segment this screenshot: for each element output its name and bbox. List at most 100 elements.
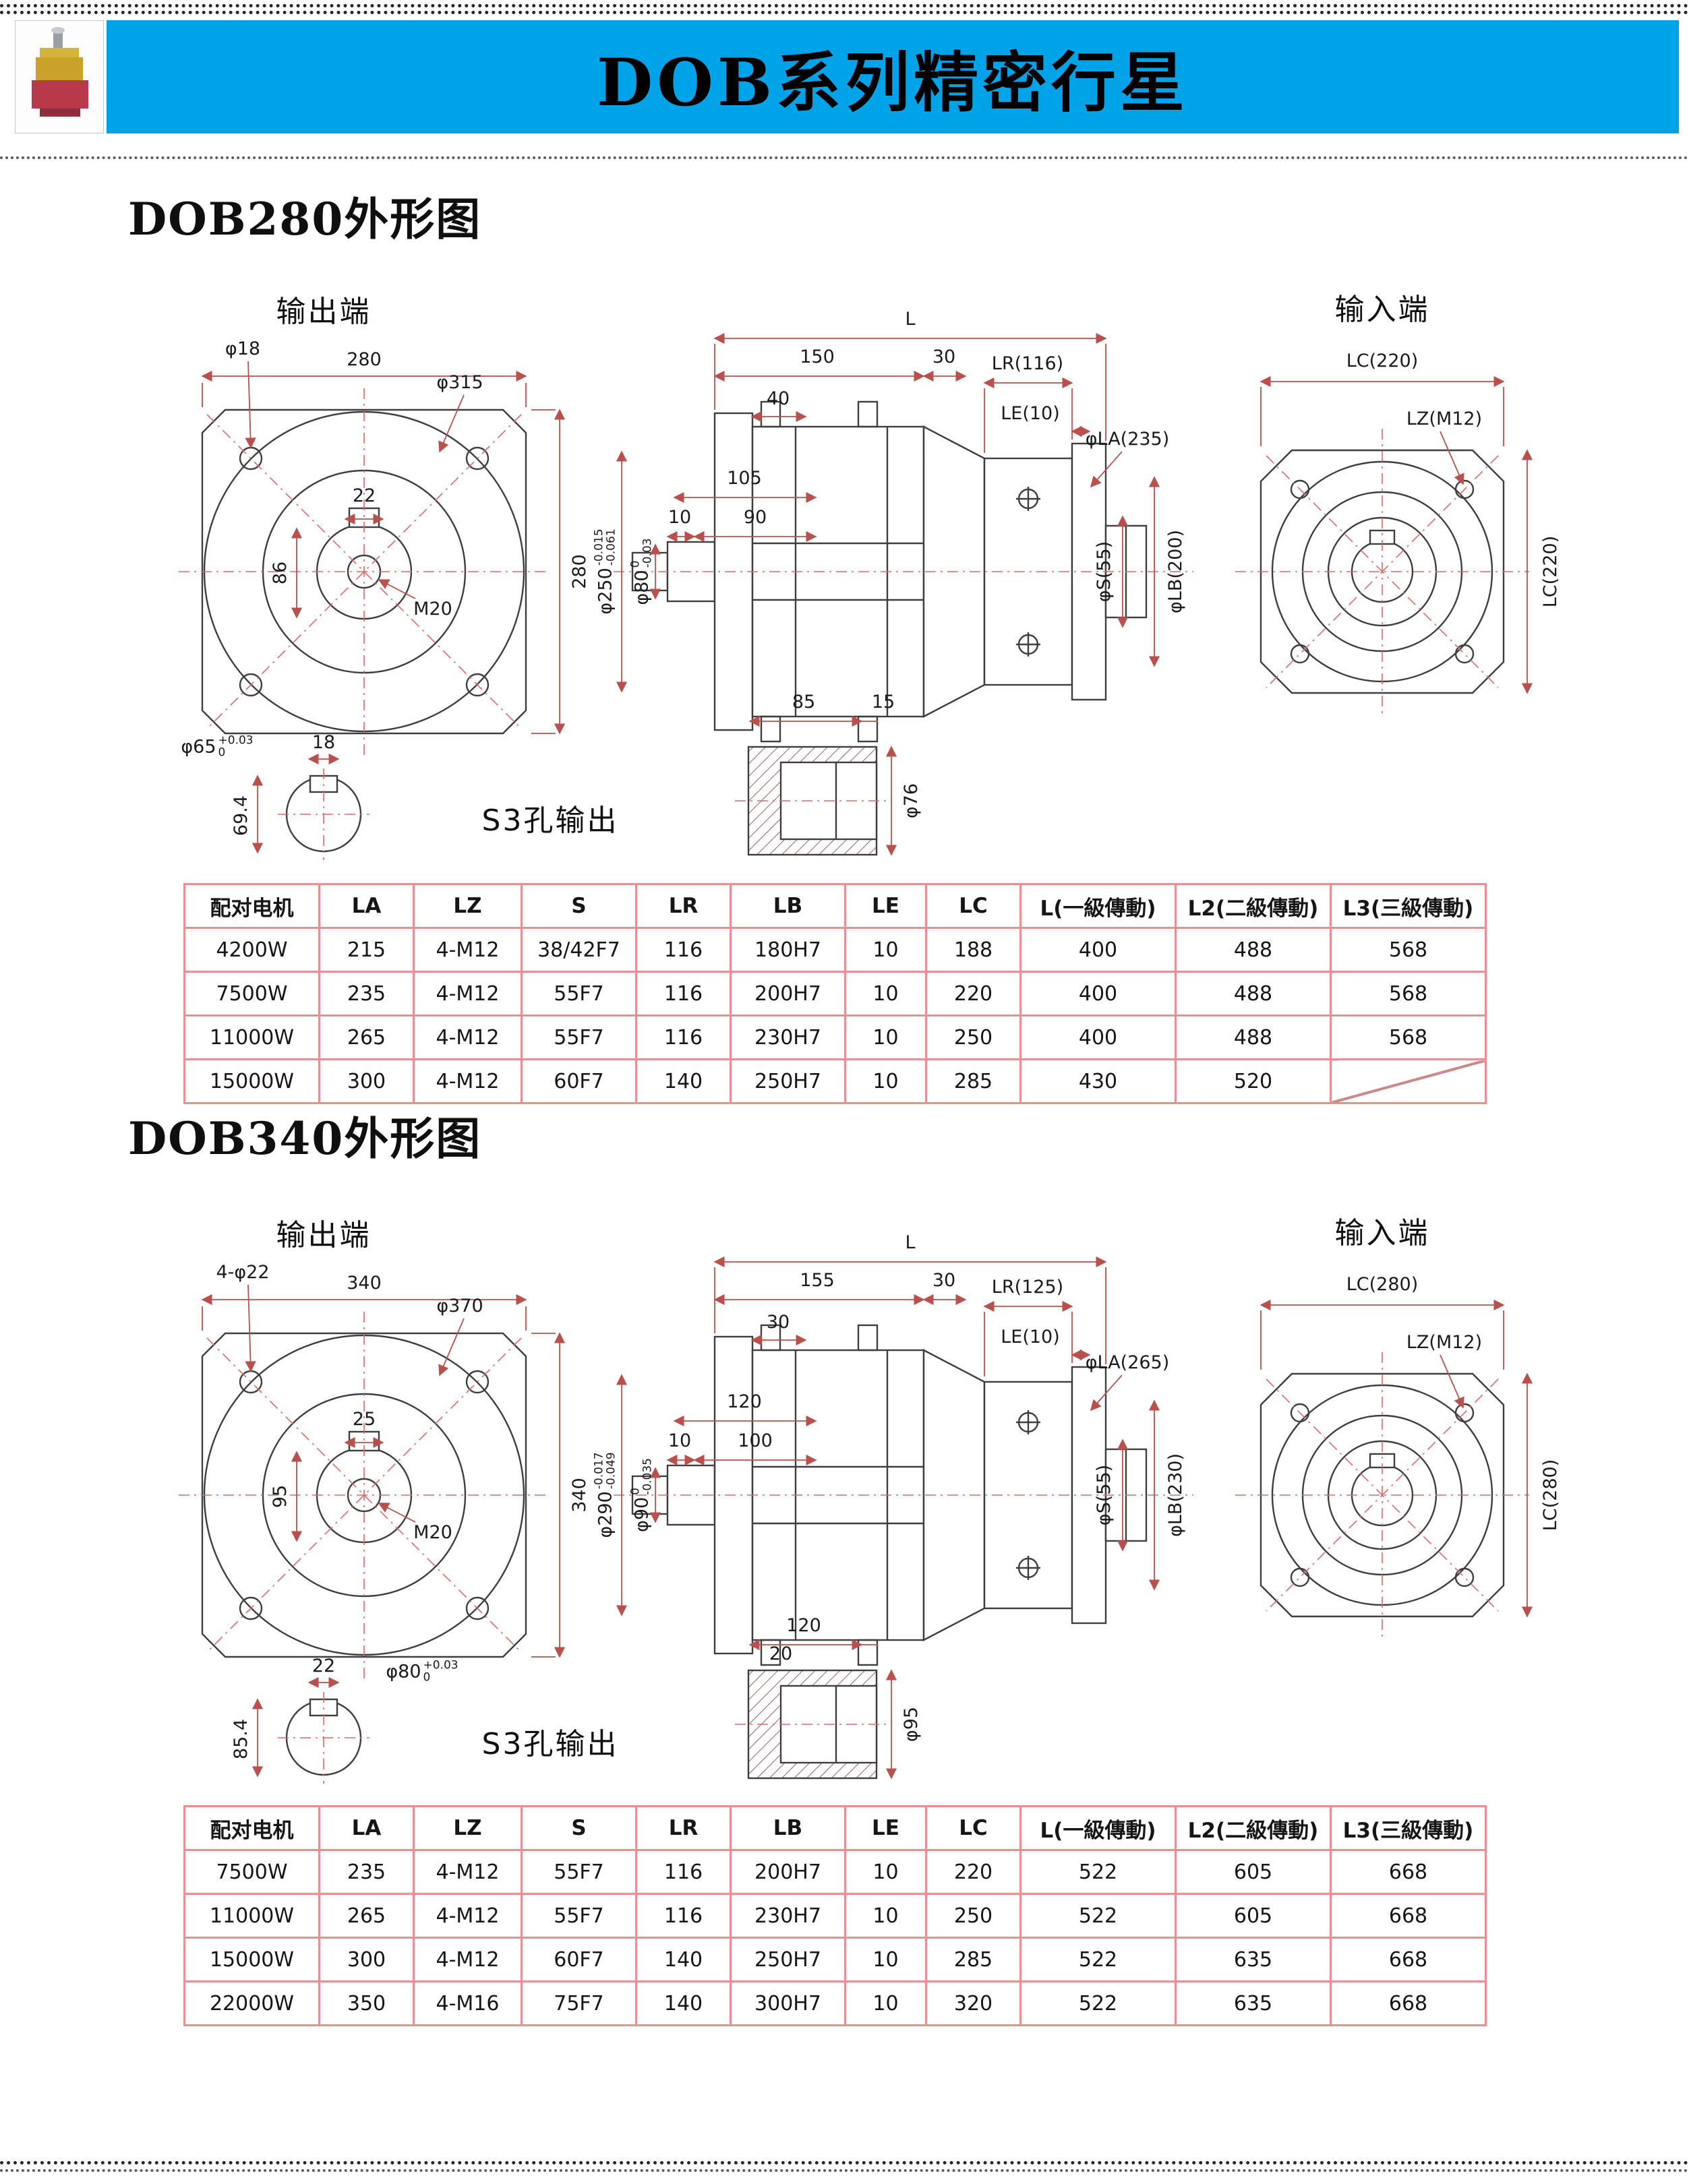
col-header: 配对电机 xyxy=(183,883,320,929)
dim-input-LZ: LZ(M12) xyxy=(1406,408,1483,430)
dim-side-b: 30 xyxy=(932,1270,956,1292)
dim-front-thread: M20 xyxy=(413,599,452,620)
value-cell: 400 xyxy=(1019,927,1177,973)
tolerance-lower: -0.03 xyxy=(641,538,655,568)
dim-input-LC_top: LC(220) xyxy=(1346,351,1419,372)
dim-side-dia1: φ290-0.017-0.049 xyxy=(593,1452,618,1538)
dim-side-a: 155 xyxy=(800,1270,835,1292)
value-cell: 180H7 xyxy=(730,927,846,973)
value-cell: 55F7 xyxy=(521,1893,637,1939)
value-cell: 38/42F7 xyxy=(521,927,637,973)
value-cell: 668 xyxy=(1330,1980,1487,2026)
value-cell: 4-M12 xyxy=(413,1937,523,1982)
output-end-label: 输出端 xyxy=(276,294,372,329)
col-header: L2(二級傳動) xyxy=(1175,883,1332,929)
value-cell: 300 xyxy=(318,1058,415,1104)
value-cell: 55F7 xyxy=(521,1014,637,1060)
tolerance-upper: -0.017 xyxy=(592,1452,606,1490)
value-cell: 10 xyxy=(844,1014,927,1060)
dim-value: φ290 xyxy=(595,1491,616,1538)
dim-section_view-d2: 15 xyxy=(871,692,895,713)
value-cell: 265 xyxy=(318,1893,415,1939)
tolerance-upper: +0.03 xyxy=(423,1658,458,1672)
value-cell: 635 xyxy=(1175,1980,1332,2026)
value-cell: 250H7 xyxy=(730,1937,846,1982)
value-cell: 140 xyxy=(635,1980,732,2026)
dim-value: φ250 xyxy=(595,568,616,615)
dim-side-LB: φLB(230) xyxy=(1165,1453,1187,1537)
value-cell: 4-M12 xyxy=(413,1849,523,1895)
output-end-label: 输出端 xyxy=(276,1217,372,1252)
col-header: L2(二級傳動) xyxy=(1175,1805,1332,1851)
value-cell: 75F7 xyxy=(521,1980,637,2026)
dim-section_view-d1: 120 xyxy=(786,1615,821,1637)
value-cell: 668 xyxy=(1330,1937,1487,1982)
value-cell: 522 xyxy=(1019,1849,1177,1895)
dim-front-bolt: φ18 xyxy=(225,338,261,360)
col-header: LE xyxy=(844,883,927,929)
tolerance-upper: 0 xyxy=(628,1487,643,1495)
header-separator xyxy=(0,156,1689,159)
dim-side-S: φS(55) xyxy=(1094,541,1115,603)
dim-input-LZ: LZ(M12) xyxy=(1406,1332,1483,1354)
value-cell: 235 xyxy=(318,1849,415,1895)
dim-shaft-key: 18 xyxy=(312,732,336,754)
value-cell: 10 xyxy=(844,927,927,973)
section-heading-dob340: DOB340外形图 xyxy=(128,1112,482,1165)
value-cell: 250 xyxy=(925,1014,1021,1060)
dim-side-L: L xyxy=(905,309,916,330)
value-cell: 605 xyxy=(1175,1893,1332,1939)
input-end-label: 输入端 xyxy=(1334,292,1430,327)
value-cell: 215 xyxy=(318,927,415,973)
section-heading-dob280: DOB280外形图 xyxy=(128,193,482,245)
dim-shaft-len: 69.4 xyxy=(231,795,252,837)
tolerance-lower: -0.035 xyxy=(641,1458,655,1495)
value-cell: 350 xyxy=(318,1980,415,2026)
dob340-drawing-geometry xyxy=(179,1256,1533,1784)
dim-front-thread: M20 xyxy=(413,1522,452,1544)
dim-shaft-len: 85.4 xyxy=(231,1718,252,1760)
value-cell: 488 xyxy=(1175,1014,1332,1060)
value-cell: 522 xyxy=(1019,1893,1177,1939)
top-dotted-border xyxy=(0,4,1689,7)
gearbox-photo-icon xyxy=(16,21,103,133)
tolerance-stack: -0.017-0.049 xyxy=(593,1452,618,1489)
dim-side-e: 10 xyxy=(668,507,692,528)
value-cell: 188 xyxy=(925,927,1021,973)
value-cell: 4-M12 xyxy=(413,1893,523,1939)
dim-front-flange: φ315 xyxy=(436,372,483,394)
dim-side-LR: LR(125) xyxy=(991,1277,1064,1298)
value-cell: 10 xyxy=(844,1893,927,1939)
dim-value: φ80 xyxy=(386,1661,421,1682)
value-cell: 10 xyxy=(844,1849,927,1895)
dim-side-c: 30 xyxy=(766,1312,790,1333)
dim-side-f: 90 xyxy=(743,507,767,528)
value-cell: 522 xyxy=(1019,1937,1177,1982)
value-cell: 605 xyxy=(1175,1849,1332,1895)
value-cell: 568 xyxy=(1330,971,1487,1017)
col-header: S xyxy=(521,1805,637,1851)
dim-front-key_h: 86 xyxy=(270,561,291,585)
dim-value: φ90 xyxy=(631,1496,653,1532)
col-header: LR xyxy=(635,883,732,929)
motor-cell: 7500W xyxy=(183,1849,320,1895)
value-cell: 285 xyxy=(925,1937,1021,1982)
value-cell: 230H7 xyxy=(730,1014,846,1060)
value-cell: 200H7 xyxy=(730,971,846,1017)
value-cell: 568 xyxy=(1330,1014,1487,1060)
tolerance-lower: 0 xyxy=(218,746,226,760)
dim-side-dia1: φ250-0.015-0.061 xyxy=(593,528,618,614)
value-cell: 400 xyxy=(1019,1014,1177,1060)
value-cell: 116 xyxy=(635,927,732,973)
product-photo xyxy=(15,20,104,133)
motor-cell: 4200W xyxy=(183,927,320,973)
dim-front-flange: φ370 xyxy=(436,1296,483,1317)
